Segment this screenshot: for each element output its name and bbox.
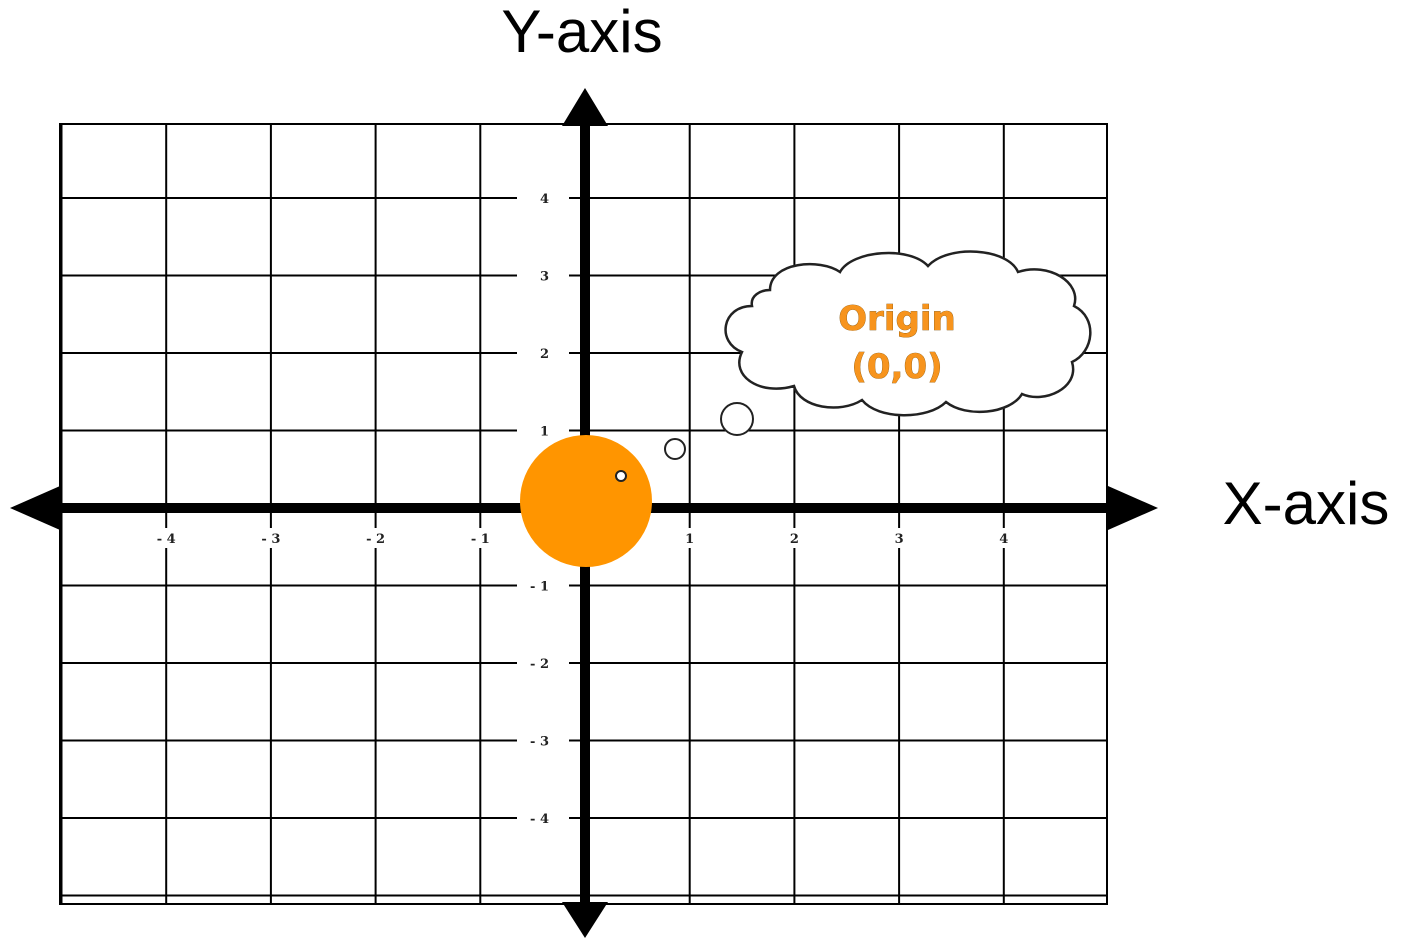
thought-bubble-large xyxy=(720,402,754,436)
y-tick-label-background xyxy=(517,575,569,596)
x-tick-label-background xyxy=(254,528,287,548)
y-tick-label-background xyxy=(517,808,569,828)
y-axis-title: Y-axis xyxy=(501,0,662,65)
y-tick-labels: 4 3 2 1 - 1 - 2 - 3 - 4 xyxy=(517,188,569,828)
y-tick-label: 1 xyxy=(540,425,549,440)
x-tick-label: 1 xyxy=(685,532,694,547)
x-tick-label-background xyxy=(778,528,811,548)
thought-bubble-medium xyxy=(664,438,686,460)
y-tick-label-background xyxy=(517,730,569,751)
y-axis-top-arrow xyxy=(562,88,608,126)
y-tick-label-background xyxy=(517,188,569,208)
x-tick-label-background xyxy=(987,528,1020,548)
origin-point xyxy=(520,435,652,567)
thought-cloud: Origin (0,0) xyxy=(724,250,1092,417)
y-tick-label: 3 xyxy=(540,270,549,285)
x-tick-label-background xyxy=(464,528,497,548)
thought-bubble-small xyxy=(615,470,627,482)
x-axis-left-arrow xyxy=(10,486,60,530)
y-tick-label: 2 xyxy=(540,347,549,362)
y-tick-label: 4 xyxy=(540,192,549,207)
x-tick-label: 4 xyxy=(999,532,1008,547)
x-tick-label-background xyxy=(673,528,706,548)
y-tick-label: - 3 xyxy=(530,735,549,750)
x-axis-right-arrow xyxy=(1108,486,1158,530)
x-tick-label-background xyxy=(883,528,916,548)
x-tick-label-background xyxy=(359,528,392,548)
y-tick-label-background xyxy=(517,343,569,363)
x-tick-labels: - 4 - 3 - 2 - 1 1 2 3 4 xyxy=(150,528,1020,548)
x-tick-label: 2 xyxy=(790,532,799,547)
x-tick-label: - 3 xyxy=(261,532,280,547)
y-tick-label-background xyxy=(517,420,569,441)
y-tick-label: - 4 xyxy=(530,812,549,827)
x-tick-label: - 4 xyxy=(157,532,176,547)
callout-origin-label: Origin xyxy=(838,299,956,339)
callout-coordinates-label: (0,0) xyxy=(851,347,942,387)
y-axis-bottom-arrow xyxy=(562,902,608,938)
x-tick-label: 3 xyxy=(895,532,904,547)
x-tick-label-background xyxy=(150,528,183,548)
y-tick-label: - 2 xyxy=(530,657,549,672)
y-tick-label-background xyxy=(517,265,569,286)
cloud-shape xyxy=(724,250,1092,417)
x-tick-label: - 2 xyxy=(366,532,385,547)
x-tick-label: - 1 xyxy=(471,532,490,547)
y-tick-label-background xyxy=(517,653,569,673)
x-axis-title: X-axis xyxy=(1223,470,1390,537)
y-tick-label: - 1 xyxy=(530,580,549,595)
